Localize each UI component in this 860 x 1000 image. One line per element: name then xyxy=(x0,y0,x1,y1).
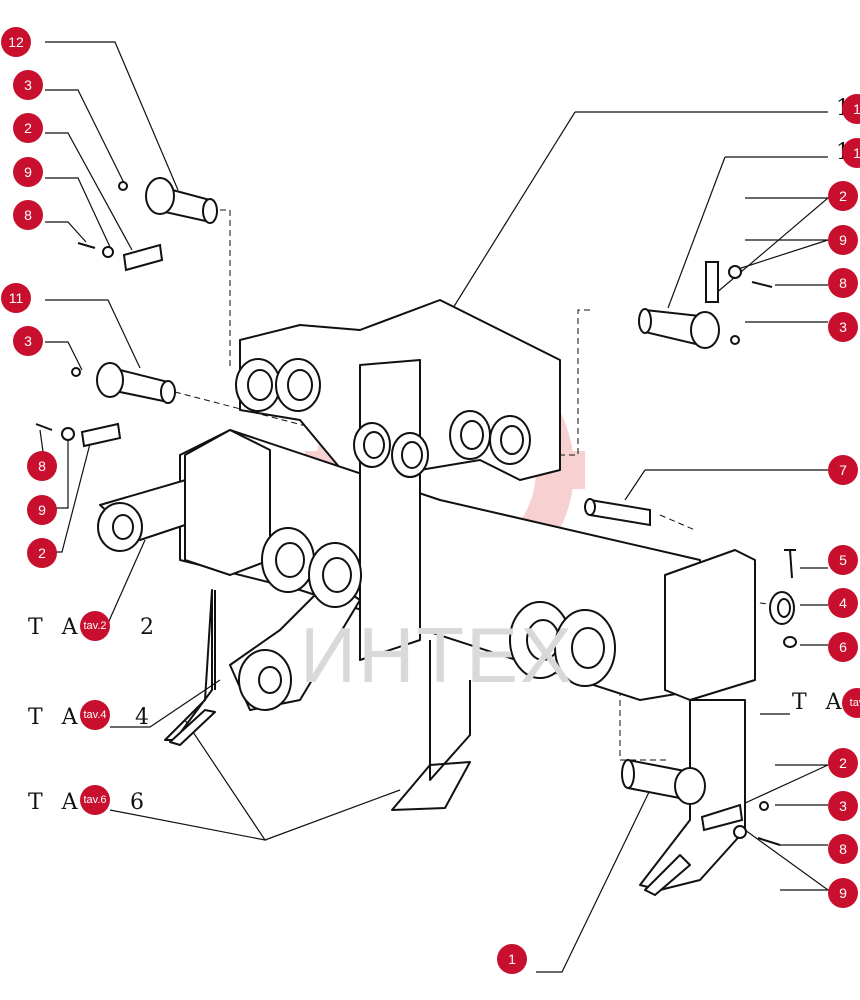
callout-10[interactable]: 1 xyxy=(842,94,860,124)
assembly-dash-lines xyxy=(174,209,781,761)
callout-3[interactable]: 3 xyxy=(828,312,858,342)
ref-tav4-prefix: T A xyxy=(28,705,84,730)
callout-8[interactable]: 8 xyxy=(828,268,858,298)
callout-6[interactable]: 6 xyxy=(828,632,858,662)
callout-11[interactable]: 1 xyxy=(842,138,860,168)
callout-4[interactable]: 4 xyxy=(828,588,858,618)
callout-2[interactable]: 2 xyxy=(828,181,858,211)
callout-tav-4[interactable]: tav.4 xyxy=(80,700,110,730)
callout-3[interactable]: 3 xyxy=(13,326,43,356)
callout-8[interactable]: 8 xyxy=(13,200,43,230)
ref-tav6-suffix: 6 xyxy=(130,790,150,815)
callout-2[interactable]: 2 xyxy=(13,113,43,143)
callout-9[interactable]: 9 xyxy=(828,878,858,908)
ref-tav4-suffix: 4 xyxy=(135,705,155,730)
callout-9[interactable]: 9 xyxy=(828,225,858,255)
callout-2[interactable]: 2 xyxy=(828,748,858,778)
ref-tav6-prefix: T A xyxy=(28,790,84,815)
callout-tav-2[interactable]: tav.2 xyxy=(80,611,110,641)
loose-parts xyxy=(35,177,797,846)
callout-tav-right[interactable]: tav xyxy=(842,688,860,718)
callout-tav-6[interactable]: tav.6 xyxy=(80,785,110,815)
callout-8[interactable]: 8 xyxy=(27,451,57,481)
watermark-text: ИНТЕХ xyxy=(300,611,575,699)
callout-1[interactable]: 1 xyxy=(497,944,527,974)
callout-9[interactable]: 9 xyxy=(13,157,43,187)
callout-3[interactable]: 3 xyxy=(828,791,858,821)
callout-11[interactable]: 11 xyxy=(1,283,31,313)
callout-7[interactable]: 7 xyxy=(828,455,858,485)
ref-tavr-prefix: T A xyxy=(792,690,848,715)
ripper-frame xyxy=(97,299,756,896)
callout-8[interactable]: 8 xyxy=(828,834,858,864)
ref-tav2-prefix: T A xyxy=(28,615,84,640)
callout-5[interactable]: 5 xyxy=(828,545,858,575)
callout-12[interactable]: 12 xyxy=(1,27,31,57)
callout-3[interactable]: 3 xyxy=(13,70,43,100)
ref-tav2-suffix: 2 xyxy=(140,615,160,640)
callout-9[interactable]: 9 xyxy=(27,495,57,525)
callout-2[interactable]: 2 xyxy=(27,538,57,568)
